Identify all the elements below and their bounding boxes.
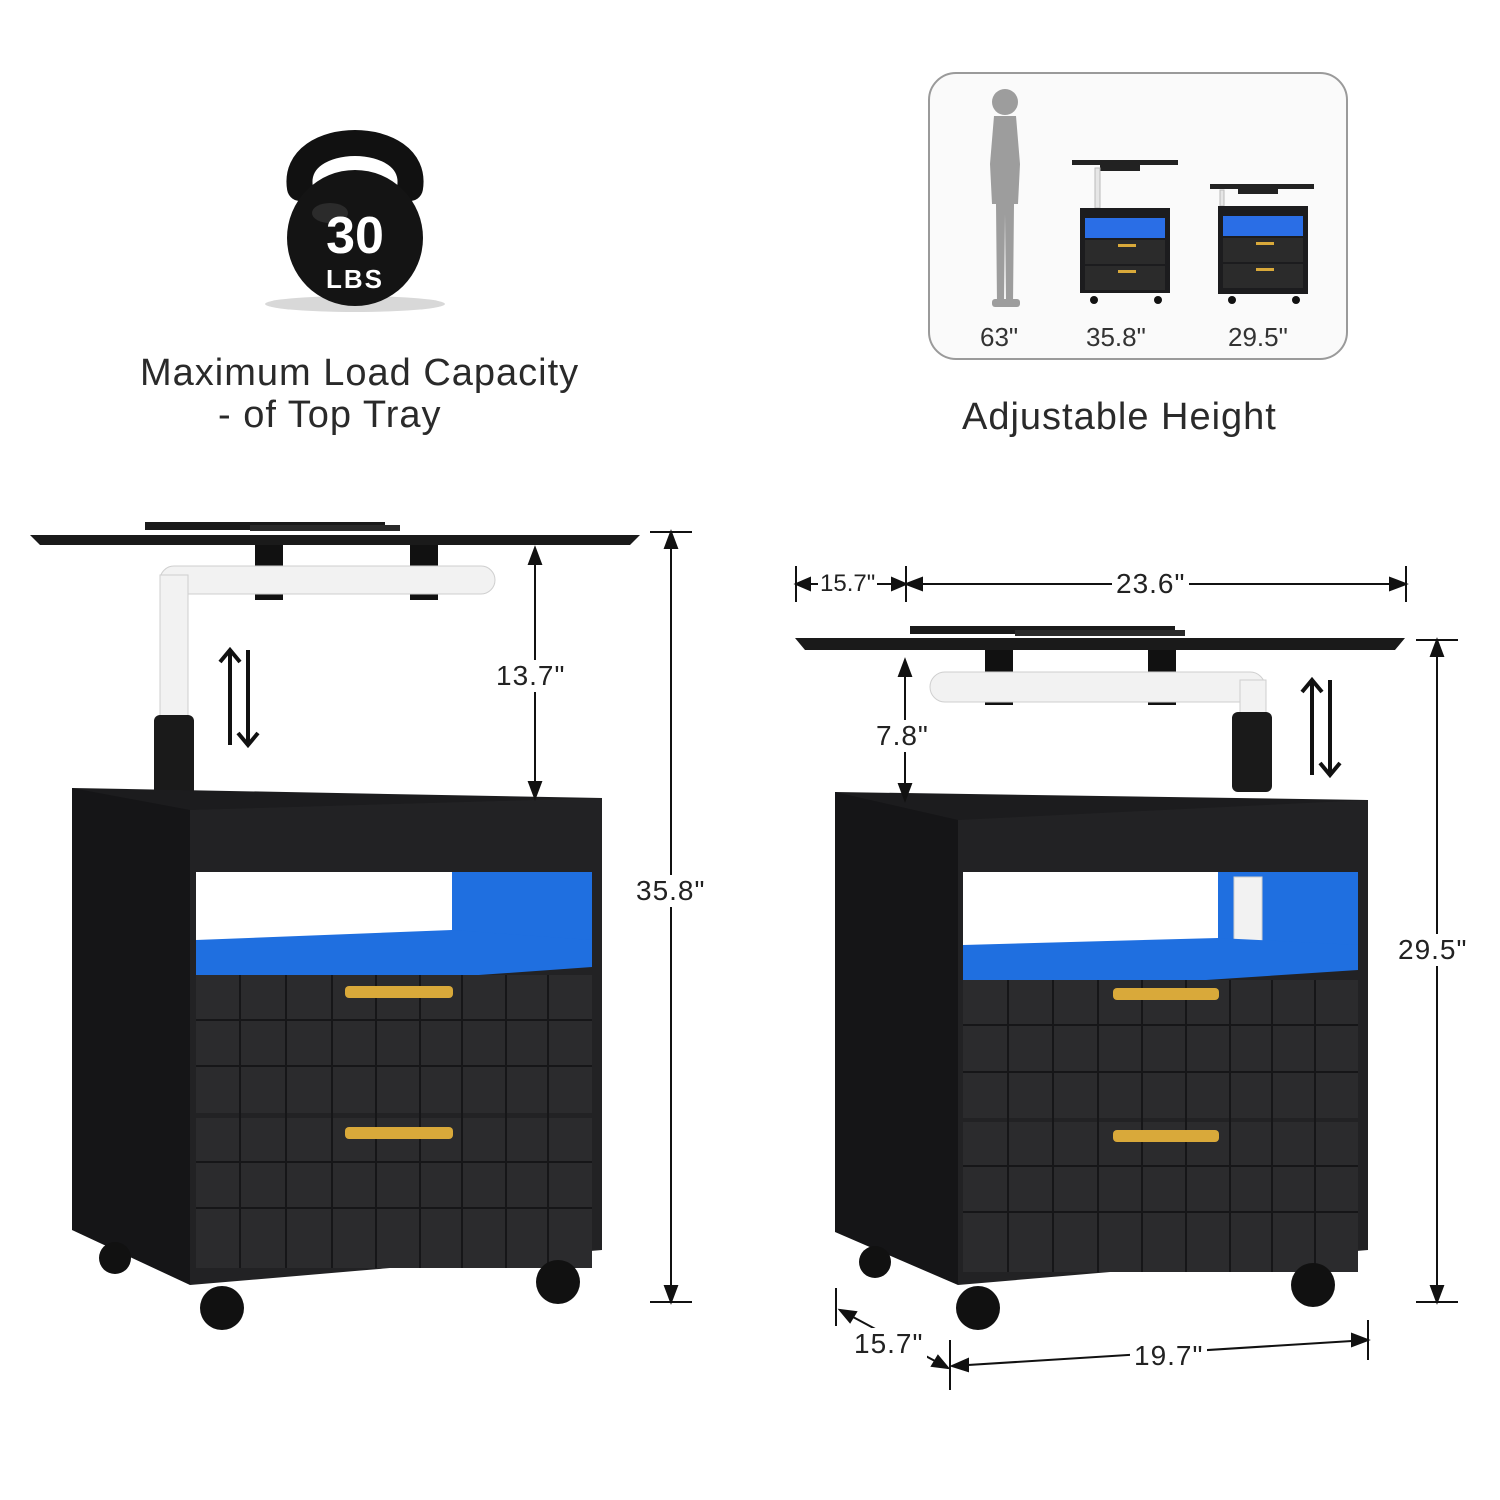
height-label-tall: 35.8" xyxy=(1086,322,1146,352)
mini-cabinet-short-icon xyxy=(1210,184,1314,304)
right-base-depth-label: 15.7" xyxy=(850,1328,928,1360)
right-tray-width-label: 23.6" xyxy=(1112,568,1190,600)
adjustable-caption: Adjustable Height xyxy=(962,396,1277,438)
kettlebell-weight: 30 xyxy=(326,207,384,265)
kettlebell-icon: 30 LBS xyxy=(260,118,450,318)
right-total-height-label: 29.5" xyxy=(1394,934,1472,966)
load-caption-line2: - of Top Tray xyxy=(218,394,442,436)
height-label-short: 29.5" xyxy=(1228,322,1288,352)
kettlebell-unit: LBS xyxy=(326,264,384,294)
left-total-height-label: 35.8" xyxy=(632,875,710,907)
height-label-person: 63" xyxy=(980,322,1019,352)
right-tray-lift-label: 7.8" xyxy=(872,720,933,752)
left-tray-lift-label: 13.7" xyxy=(492,660,570,692)
person-silhouette-icon xyxy=(990,89,1020,307)
right-base-width-label: 19.7" xyxy=(1130,1340,1208,1372)
mini-cabinet-tall-icon xyxy=(1072,160,1178,304)
load-caption-line1: Maximum Load Capacity xyxy=(140,352,580,394)
right-tray-depth-label: 15.7" xyxy=(818,570,878,598)
height-comparison-panel: 63" 35.8" 29.5" xyxy=(928,72,1348,360)
